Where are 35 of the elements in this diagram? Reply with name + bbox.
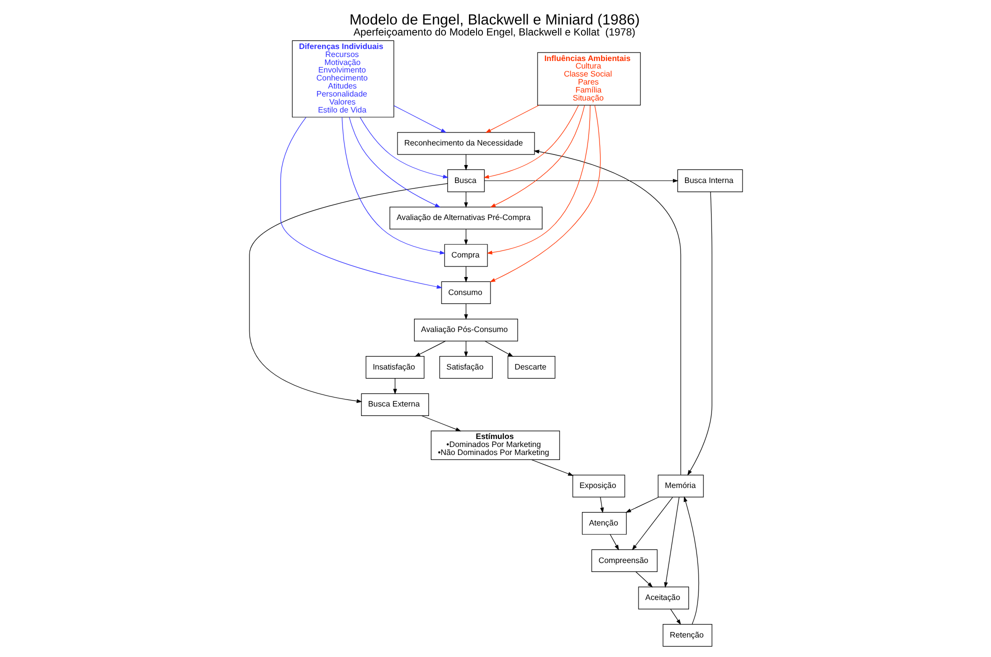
- arrow: [490, 105, 584, 208]
- arrow: [530, 459, 574, 476]
- arrow: [464, 340, 468, 358]
- arrow: [683, 496, 699, 624]
- arrow: [664, 496, 679, 588]
- arrow: [482, 105, 578, 179]
- arrow: [464, 303, 468, 320]
- arrow: [631, 496, 672, 550]
- arrow: [489, 104, 600, 282]
- arrow: [414, 340, 446, 357]
- arrow: [420, 415, 461, 432]
- arrow: [464, 192, 468, 208]
- arrow: [348, 116, 440, 208]
- arrow: [635, 571, 652, 588]
- arrow: [393, 105, 446, 133]
- arrow: [392, 378, 396, 394]
- arrow: [609, 534, 619, 550]
- diagram-title: Modelo de Engel, Blackwell e Miniard (1986): [348, 12, 640, 28]
- arrow: [484, 178, 678, 183]
- arrow: [359, 117, 448, 178]
- arrow: [533, 150, 681, 476]
- arrow: [670, 608, 681, 625]
- arrow: [464, 228, 468, 246]
- arrow: [464, 266, 468, 282]
- arrow: [341, 116, 445, 254]
- arrow: [464, 154, 468, 171]
- arrow: [686, 192, 712, 476]
- arrow: [625, 496, 658, 513]
- arrow: [248, 183, 448, 403]
- arrow: [484, 104, 539, 133]
- caption: Aperfeiçoamento do Modelo Engel, Blackwell e Kollat (1978): [352, 28, 635, 39]
- arrow: [486, 105, 590, 254]
- arrow: [484, 340, 513, 357]
- arrow: [600, 496, 604, 514]
- arrow: [280, 117, 442, 289]
